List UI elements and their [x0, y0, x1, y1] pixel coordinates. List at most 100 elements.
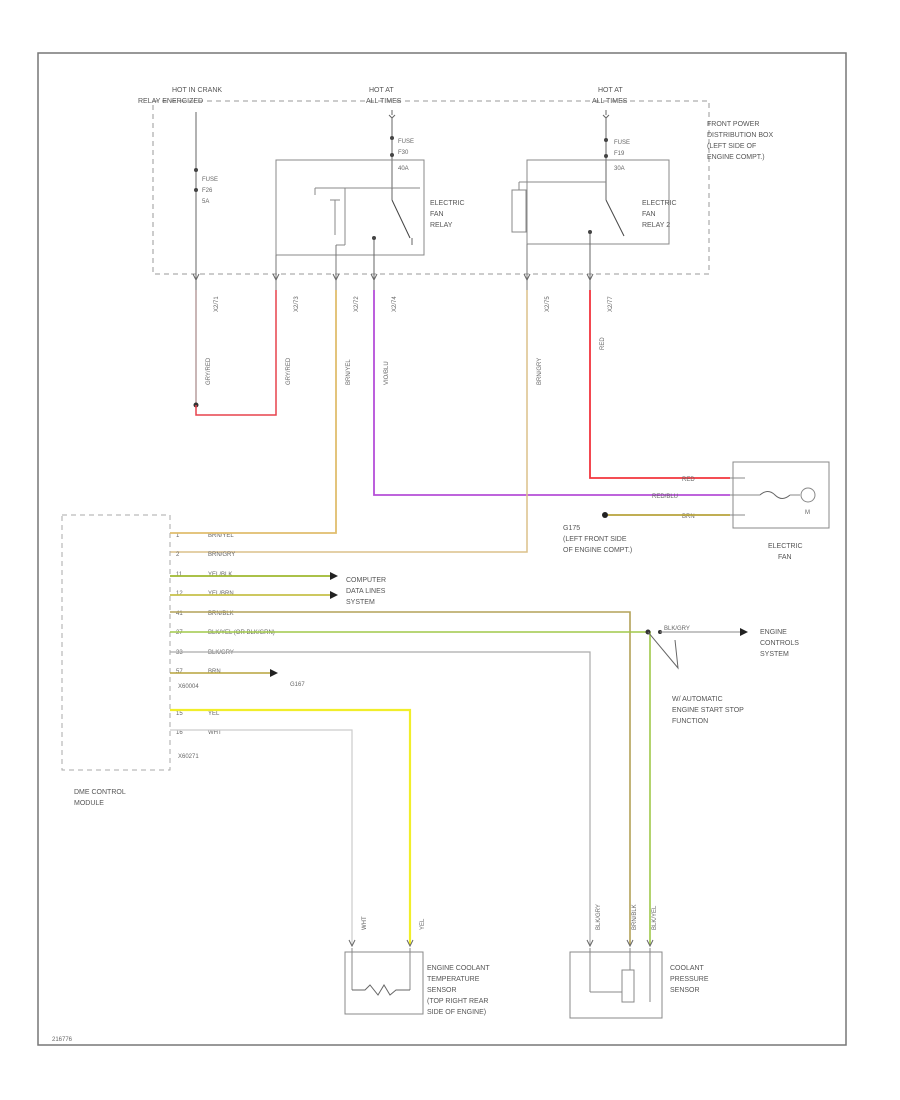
- svg-text:41: 41: [176, 611, 183, 617]
- svg-text:F19: F19: [614, 151, 625, 157]
- pin-label-2: X2/73: [294, 296, 300, 312]
- pin-label-6: X2/77: [608, 296, 614, 312]
- svg-text:BLK/GRY: BLK/GRY: [208, 650, 234, 656]
- svg-text:(LEFT FRONT SIDE: (LEFT FRONT SIDE: [563, 536, 627, 543]
- svg-text:2: 2: [176, 552, 180, 558]
- svg-text:YEL/BRN: YEL/BRN: [208, 591, 234, 597]
- wire-label-3: BRN/YEL: [346, 359, 352, 385]
- wire-label-5: BRN/GRY: [537, 358, 543, 385]
- relay2-line2: FAN: [642, 211, 656, 218]
- fuse-right: FUSE F19 30A: [602, 110, 630, 188]
- svg-text:F26: F26: [202, 188, 213, 194]
- pin-label-3: X2/72: [354, 296, 360, 312]
- coolant-pressure-sensor: COOLANT PRESSURE SENSOR: [569, 939, 709, 1019]
- engine-controls-branch: BLK/GRY ENGINE CONTROLS SYSTEM: [645, 626, 799, 670]
- svg-text:12: 12: [176, 591, 183, 597]
- front-box-line4: ENGINE COMPT.): [707, 154, 765, 161]
- front-box-line1: FRONT POWER: [707, 121, 759, 128]
- engine-coolant-temperature-sensor: ENGINE COOLANT TEMPERATURE SENSOR (TOP R…: [344, 939, 490, 1016]
- electric-fan-relay-2: ELECTRIC FAN RELAY 2: [511, 159, 677, 290]
- svg-text:FUNCTION: FUNCTION: [672, 718, 708, 725]
- dme-row-10: 16 WHT: [170, 729, 353, 945]
- front-power-distribution-box: [152, 100, 710, 275]
- svg-text:30A: 30A: [614, 166, 625, 172]
- svg-text:CONTROLS: CONTROLS: [760, 640, 799, 647]
- svg-text:ENGINE START STOP: ENGINE START STOP: [672, 707, 744, 714]
- svg-text:COOLANT: COOLANT: [670, 965, 705, 972]
- computer-data-lines: COMPUTER DATA LINES SYSTEM: [346, 577, 386, 606]
- dme-row-1: 1 BRN/YEL: [170, 530, 337, 539]
- electric-fan-relay-1: ELECTRIC FAN RELAY: [275, 159, 465, 290]
- svg-text:WHT: WHT: [362, 916, 368, 930]
- svg-text:57: 57: [176, 669, 183, 675]
- svg-text:BRN/YEL: BRN/YEL: [208, 533, 234, 539]
- fan-motor-symbol: M: [805, 510, 810, 516]
- relay1-line2: FAN: [430, 211, 444, 218]
- dme-pin-rows: 1 BRN/YEL 2 BRN/GRY 11 YEL/BLK 12 YEL/BRN 41…: [170, 530, 651, 945]
- svg-text:BLK/GRY: BLK/GRY: [596, 904, 602, 930]
- svg-text:BRN/BLK: BRN/BLK: [208, 611, 234, 617]
- footer-code: 216776: [52, 1037, 73, 1043]
- wire-label-6: RED: [600, 337, 606, 350]
- auto-start-stop-note: W/ AUTOMATIC ENGINE START STOP FUNCTION: [672, 696, 744, 725]
- svg-text:SYSTEM: SYSTEM: [760, 651, 789, 658]
- svg-text:ENGINE COOLANT: ENGINE COOLANT: [427, 965, 490, 972]
- dme-row-2: 2 BRN/GRY: [176, 552, 235, 558]
- svg-text:(TOP RIGHT REAR: (TOP RIGHT REAR: [427, 998, 488, 1005]
- svg-text:11: 11: [176, 572, 183, 578]
- svg-text:YEL/BLK: YEL/BLK: [208, 572, 232, 578]
- dme-label-1: DME CONTROL: [74, 789, 126, 796]
- svg-text:SYSTEM: SYSTEM: [346, 599, 375, 606]
- relay1-line1: ELECTRIC: [430, 200, 465, 207]
- dme-connector-1: X60004: [178, 684, 199, 690]
- svg-text:PRESSURE: PRESSURE: [670, 976, 709, 983]
- svg-text:FUSE: FUSE: [614, 140, 630, 146]
- feed-middle-line2: ALL TIMES: [366, 98, 402, 105]
- front-box-line3: (LEFT SIDE OF: [707, 143, 756, 150]
- fan-wire-2: RED/BLU: [652, 494, 678, 500]
- pin-label-1: X2/71: [214, 296, 220, 312]
- dme-row-5: 41 BRN/BLK: [170, 611, 631, 945]
- svg-text:DATA LINES: DATA LINES: [346, 588, 386, 595]
- feed-right-line1: HOT AT: [598, 87, 623, 94]
- svg-text:5A: 5A: [202, 199, 209, 205]
- electric-fan: M RED RED/BLU BRN ELECTRIC FAN: [652, 461, 830, 561]
- fan-label-2: FAN: [778, 554, 792, 561]
- dme-row-7: 33 BLK/GRY: [170, 650, 591, 945]
- dme-row-8: 57 BRN: [170, 669, 278, 677]
- svg-text:BRN: BRN: [208, 669, 221, 675]
- svg-text:33: 33: [176, 650, 183, 656]
- lower-wire-labels: WHT YEL BLK/GRY BRN/BLK BLK/YEL: [362, 904, 658, 930]
- dme-label-2: MODULE: [74, 800, 104, 807]
- connector-pins: X2/71 X2/73 X2/72 X2/74 X2/75 X2/77: [192, 273, 614, 312]
- feed-right-line2: ALL TIMES: [592, 98, 628, 105]
- svg-text:WHT: WHT: [208, 730, 222, 736]
- svg-text:27: 27: [176, 630, 183, 636]
- dme-row-4: 12 YEL/BRN: [170, 591, 338, 599]
- feed-left-line2: RELAY ENERGIZED: [138, 98, 203, 105]
- svg-text:SENSOR: SENSOR: [670, 987, 700, 994]
- wire-label-4: VIO/BLU: [384, 361, 390, 385]
- dme-connector-2: X60271: [178, 754, 199, 760]
- fan-wire-3: BRN: [682, 514, 695, 520]
- front-box-line2: DISTRIBUTION BOX: [707, 132, 773, 139]
- svg-text:1: 1: [176, 533, 180, 539]
- relay2-line3: RELAY 2: [642, 222, 670, 229]
- fan-label-1: ELECTRIC: [768, 543, 803, 550]
- svg-text:SIDE OF ENGINE): SIDE OF ENGINE): [427, 1009, 486, 1016]
- ground-g167: G167: [290, 682, 305, 688]
- svg-text:YEL: YEL: [420, 918, 426, 930]
- svg-text:SENSOR: SENSOR: [427, 987, 457, 994]
- fan-wire-1: RED: [682, 477, 695, 483]
- svg-text:W/ AUTOMATIC: W/ AUTOMATIC: [672, 696, 723, 703]
- svg-text:15: 15: [176, 711, 183, 717]
- svg-text:FUSE: FUSE: [202, 177, 218, 183]
- svg-text:16: 16: [176, 730, 183, 736]
- feed-left-line1: HOT IN CRANK: [172, 87, 222, 94]
- svg-text:BRN/GRY: BRN/GRY: [208, 552, 235, 558]
- svg-text:BLK/YEL (OR BLK/GRN): BLK/YEL (OR BLK/GRN): [208, 630, 275, 636]
- pin-label-4: X2/74: [392, 296, 398, 312]
- fuse-middle: FUSE F30 40A: [388, 110, 414, 188]
